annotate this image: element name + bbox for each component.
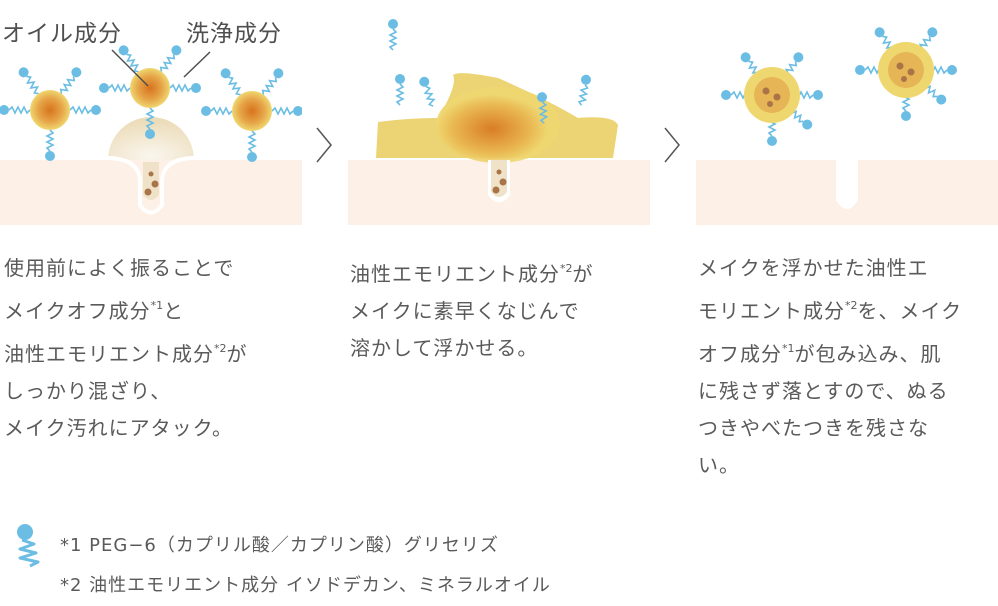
text-segment: 溶かして浮かせる。 xyxy=(350,336,539,360)
step-3-description: メイクを浮かせた油性エモリエント成分*2を、メイクオフ成分*1が包み込み、肌に残… xyxy=(698,250,962,484)
footnote-2: *2 油性エモリエント成分 イソドデカン、ミネラルオイル xyxy=(60,575,551,596)
clean-pore xyxy=(836,160,858,209)
description-line: 使用前によく振ることで xyxy=(4,250,248,287)
text-segment: メイクオフ成分 xyxy=(4,299,151,323)
cleansing-molecule-icon xyxy=(17,524,40,568)
chevron-right-icon xyxy=(664,127,680,163)
description-line: い。 xyxy=(698,447,962,484)
text-segment: い。 xyxy=(698,453,740,477)
encapsulated-makeup xyxy=(721,50,823,146)
description-line: モリエント成分*2を、メイク xyxy=(698,287,962,330)
step-3-diagram xyxy=(696,0,998,225)
footnote-1: *1 PEG−6（カプリル酸／カプリン酸）グリセリズ xyxy=(60,535,499,556)
text-segment: つきやべたつきを残さな xyxy=(698,416,929,440)
step-2-diagram xyxy=(348,18,650,225)
leader-line-oil xyxy=(111,49,149,87)
text-segment: メイクに素早くなじんで xyxy=(350,299,580,323)
chevron-right-icon xyxy=(316,127,332,163)
step-1-diagram xyxy=(0,0,302,225)
description-line: メイクオフ成分*1と xyxy=(4,287,248,330)
text-segment: 油性エモリエント成分 xyxy=(4,342,214,366)
text-segment: が包み込み、肌 xyxy=(794,342,942,366)
step-2-illustration xyxy=(348,0,650,230)
text-segment: オフ成分 xyxy=(698,342,782,366)
oil-molecule xyxy=(201,66,302,162)
description-line: メイクを浮かせた油性エ xyxy=(698,250,962,287)
text-segment: 使用前によく振ることで xyxy=(4,256,235,280)
text-segment: メイク汚れにアタック。 xyxy=(4,416,233,440)
footnote-ref: *2 xyxy=(845,299,858,312)
text-segment: が xyxy=(572,262,594,286)
label-cleansing-component: 洗浄成分 xyxy=(186,21,282,47)
oil-molecule xyxy=(0,65,101,161)
text-segment: しっかり混ざり、 xyxy=(4,379,172,403)
text-segment: モリエント成分 xyxy=(698,299,845,323)
description-line: 油性エモリエント成分*2が xyxy=(4,330,248,373)
encapsulated-makeup xyxy=(855,25,957,121)
step-2-description: 油性エモリエント成分*2がメイクに素早くなじんで溶かして浮かせる。 xyxy=(350,250,594,367)
leader-line-cleanser xyxy=(183,51,211,78)
text-segment: と xyxy=(163,299,185,323)
description-line: 油性エモリエント成分*2が xyxy=(350,250,594,293)
footnote-ref: *2 xyxy=(214,342,227,355)
description-line: メイクに素早くなじんで xyxy=(350,293,594,330)
step-3-illustration xyxy=(696,0,998,230)
footnote-ref: *2 xyxy=(560,262,573,275)
description-line: つきやべたつきを残さな xyxy=(698,410,962,447)
footnote-ref: *1 xyxy=(150,299,164,312)
text-segment: メイクを浮かせた油性エ xyxy=(698,256,929,280)
text-segment: 油性エモリエント成分 xyxy=(350,262,560,286)
footnote-ref: *1 xyxy=(782,342,795,355)
step-1-illustration: オイル成分 洗浄成分 xyxy=(0,0,302,230)
oil-molecule xyxy=(99,43,201,139)
footnotes: *1 PEG−6（カプリル酸／カプリン酸）グリセリズ *2 油性エモリエント成分… xyxy=(60,526,551,606)
description-line: に残さず落とすので、ぬる xyxy=(698,373,962,410)
description-line: メイク汚れにアタック。 xyxy=(4,410,248,447)
description-line: オフ成分*1が包み込み、肌 xyxy=(698,330,962,373)
step-1-description: 使用前によく振ることでメイクオフ成分*1と油性エモリエント成分*2がしっかり混ざ… xyxy=(4,250,248,447)
text-segment: に残さず落とすので、ぬる xyxy=(698,379,949,403)
description-line: しっかり混ざり、 xyxy=(4,373,248,410)
description-line: 溶かして浮かせる。 xyxy=(350,330,594,367)
label-oil-component: オイル成分 xyxy=(2,21,122,47)
text-segment: が xyxy=(226,342,248,366)
text-segment: を、メイク xyxy=(857,299,963,323)
